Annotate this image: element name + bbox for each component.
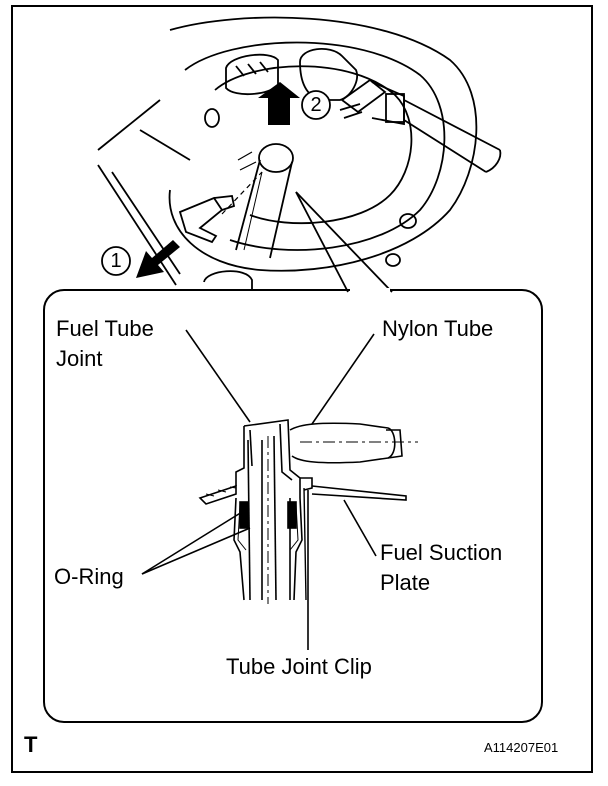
leader-lines <box>141 329 377 650</box>
label-tube-joint-clip: Tube Joint Clip <box>226 654 372 679</box>
step-1-number: 1 <box>110 250 122 272</box>
arrow-down-left-icon <box>136 240 180 278</box>
figure-id: A114207E01 <box>484 740 559 755</box>
step-2-circle <box>301 90 331 120</box>
leader-fuel-tube-joint <box>185 329 251 423</box>
outer-frame <box>11 5 593 773</box>
leader-fuel-suction-plate <box>343 499 377 557</box>
arrow-up-icon <box>258 82 300 125</box>
label-nylon-tube: Nylon Tube <box>382 316 494 341</box>
pump-top-view <box>97 16 502 290</box>
step-2-number: 2 <box>310 94 322 116</box>
detail-frame <box>43 289 543 723</box>
label-fuel-tube-joint: Fuel Tube Joint <box>56 316 154 371</box>
leader-nylon-tube <box>311 333 375 425</box>
corner-mark: T <box>24 732 38 757</box>
cross-section <box>198 419 418 604</box>
leader-o-ring-1 <box>141 511 243 575</box>
label-o-ring: O-Ring <box>54 564 124 589</box>
step-1-circle <box>101 246 131 276</box>
leader-o-ring-2 <box>141 527 251 575</box>
label-fuel-suction-plate: Fuel Suction Plate <box>380 540 503 595</box>
callout-pointer <box>295 191 393 293</box>
